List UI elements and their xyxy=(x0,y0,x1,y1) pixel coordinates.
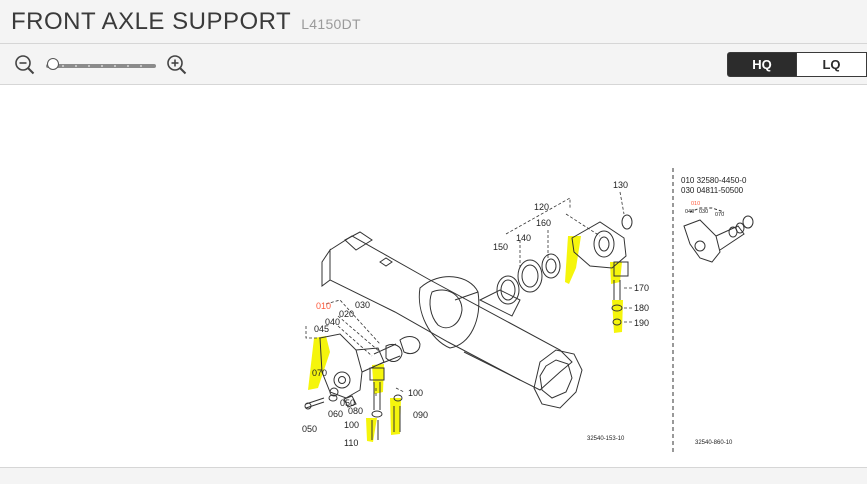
inset-callout-030[interactable]: 030 xyxy=(699,209,708,215)
bolts-left xyxy=(304,367,403,440)
callout-050-bolt[interactable]: 050 xyxy=(302,424,317,434)
callout-190[interactable]: 190 xyxy=(634,318,649,328)
callout-labels: 010 020 030 040 045 050 060 070 080 090 … xyxy=(302,180,649,448)
inset-callout-010[interactable]: 010 xyxy=(691,201,700,207)
page-title: FRONT AXLE SUPPORT L4150DT xyxy=(11,8,361,36)
inset-part-list: 010 32580-4450-0 030 04811-50500 xyxy=(681,176,747,195)
callout-100-left[interactable]: 100 xyxy=(344,420,359,430)
inset-drawing-code: 32540-860-10 xyxy=(695,440,733,446)
parts-diagram: 010 020 030 040 045 050 060 070 080 090 … xyxy=(302,168,754,452)
inset-callout-070[interactable]: 070 xyxy=(715,212,724,218)
callout-040[interactable]: 040 xyxy=(325,317,340,327)
inset-diagram xyxy=(683,207,754,263)
inset-callouts: 010 040 030 070 xyxy=(685,201,724,218)
page-header: FRONT AXLE SUPPORT L4150DT xyxy=(0,0,867,44)
callout-080[interactable]: 080 xyxy=(348,406,363,416)
zoom-slider-track xyxy=(46,64,156,68)
zoom-out-icon[interactable] xyxy=(14,54,36,76)
diagram-canvas[interactable]: 010 020 030 040 045 050 060 070 080 090 … xyxy=(0,85,867,467)
quality-toggle: HQ LQ xyxy=(727,52,867,77)
drawing-codes: 32540-153-10 32540-860-10 xyxy=(587,436,733,446)
callout-120[interactable]: 120 xyxy=(534,202,549,212)
callout-150[interactable]: 150 xyxy=(493,242,508,252)
model-number: L4150DT xyxy=(301,16,361,32)
callout-110[interactable]: 110 xyxy=(344,438,358,448)
callout-130[interactable]: 130 xyxy=(613,180,628,190)
callout-180[interactable]: 180 xyxy=(634,303,649,313)
zoom-in-icon[interactable] xyxy=(166,54,188,76)
inset-line-2: 030 04811-50500 xyxy=(681,186,744,195)
main-drawing-code: 32540-153-10 xyxy=(587,436,625,442)
toolbar: HQ LQ xyxy=(0,44,867,85)
callout-060[interactable]: 060 xyxy=(328,409,343,419)
callout-020[interactable]: 020 xyxy=(339,309,354,319)
callout-170[interactable]: 170 xyxy=(634,283,649,293)
bracket-070 xyxy=(319,333,385,399)
lq-button[interactable]: LQ xyxy=(797,52,867,77)
callout-010[interactable]: 010 xyxy=(316,301,331,311)
callout-140[interactable]: 140 xyxy=(516,233,531,243)
callout-045[interactable]: 045 xyxy=(314,324,329,334)
callout-030[interactable]: 030 xyxy=(355,300,370,310)
zoom-slider[interactable] xyxy=(46,58,156,70)
callout-090[interactable]: 090 xyxy=(413,410,428,420)
callout-070[interactable]: 070 xyxy=(312,368,327,378)
callout-050[interactable]: 050 xyxy=(340,398,355,408)
inset-callout-040[interactable]: 040 xyxy=(685,209,694,215)
callout-100-right[interactable]: 100 xyxy=(408,388,423,398)
leader-lines xyxy=(305,191,634,396)
inset-line-1: 010 32580-4450-0 xyxy=(681,176,747,185)
hq-button[interactable]: HQ xyxy=(727,52,797,77)
callout-160[interactable]: 160 xyxy=(536,218,551,228)
zoom-slider-handle[interactable] xyxy=(47,58,59,70)
support-parts-right xyxy=(496,214,633,326)
axle-housing xyxy=(321,231,583,409)
title-text: FRONT AXLE SUPPORT xyxy=(11,8,292,35)
page-footer xyxy=(0,467,867,484)
